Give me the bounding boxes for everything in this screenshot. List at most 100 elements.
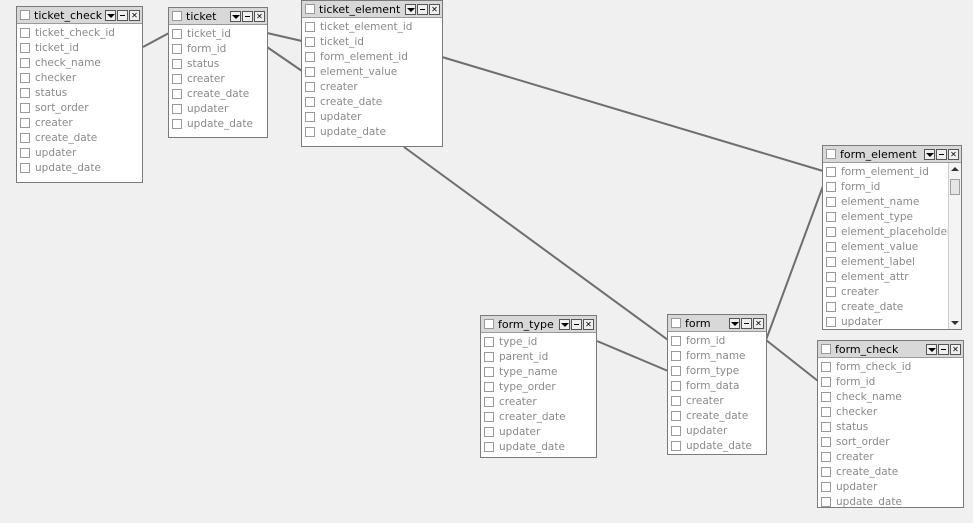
field-checkbox[interactable] [20,72,30,83]
field-checkbox[interactable] [484,381,494,392]
field-row[interactable]: form_name [668,348,766,363]
table-header[interactable]: form_check✕ [818,341,963,358]
dropdown-arrow-icon[interactable] [105,9,116,21]
vertical-scrollbar[interactable] [948,163,961,329]
scroll-thumb[interactable] [950,179,960,195]
field-row[interactable]: sort_order [17,100,142,115]
field-checkbox[interactable] [671,410,681,421]
field-row[interactable]: creater [481,394,596,409]
field-checkbox[interactable] [20,27,30,38]
field-row[interactable]: form_type [668,363,766,378]
field-row[interactable]: element_label [823,254,961,269]
field-checkbox[interactable] [20,147,30,158]
select-all-checkbox[interactable] [305,4,315,14]
field-checkbox[interactable] [172,28,182,39]
field-checkbox[interactable] [20,42,30,53]
field-row[interactable]: update_date [818,494,963,509]
select-all-checkbox[interactable] [826,149,836,159]
field-checkbox[interactable] [671,425,681,436]
field-row[interactable]: ticket_id [169,26,267,41]
field-row[interactable]: checker [818,404,963,419]
scroll-down-icon[interactable] [951,321,959,325]
field-checkbox[interactable] [172,73,182,84]
field-row[interactable]: updater [17,145,142,160]
field-checkbox[interactable] [305,51,315,62]
field-checkbox[interactable] [305,36,315,47]
field-checkbox[interactable] [671,335,681,346]
field-row[interactable]: updater [169,101,267,116]
field-checkbox[interactable] [826,226,836,237]
field-row[interactable]: element_value [302,64,442,79]
field-row[interactable]: checker [17,70,142,85]
field-checkbox[interactable] [826,241,836,252]
field-row[interactable]: creater [668,393,766,408]
field-row[interactable]: type_name [481,364,596,379]
field-checkbox[interactable] [172,118,182,129]
field-row[interactable]: creater_date [481,409,596,424]
field-row[interactable]: parent_id [481,349,596,364]
field-row[interactable]: create_date [668,408,766,423]
field-row[interactable]: create_date [818,464,963,479]
field-row[interactable]: updater [668,423,766,438]
field-checkbox[interactable] [305,96,315,107]
field-row[interactable]: ticket_check_id [17,25,142,40]
field-row[interactable]: status [17,85,142,100]
field-checkbox[interactable] [821,496,831,507]
field-checkbox[interactable] [20,57,30,68]
field-checkbox[interactable] [305,126,315,137]
field-row[interactable]: form_element_id [302,49,442,64]
field-checkbox[interactable] [484,396,494,407]
dropdown-arrow-icon[interactable] [924,148,935,160]
dropdown-arrow-icon[interactable] [559,318,570,330]
field-row[interactable]: creater [818,449,963,464]
field-checkbox[interactable] [826,301,836,312]
select-all-checkbox[interactable] [821,344,831,354]
select-all-checkbox[interactable] [172,11,182,21]
field-row[interactable]: ticket_element_id [302,19,442,34]
minimize-icon[interactable] [741,317,752,329]
close-icon[interactable]: ✕ [583,318,594,330]
field-row[interactable]: element_attr [823,269,961,284]
field-checkbox[interactable] [821,421,831,432]
field-row[interactable]: element_placeholder [823,224,961,239]
field-row[interactable]: type_id [481,334,596,349]
field-checkbox[interactable] [172,103,182,114]
field-checkbox[interactable] [20,87,30,98]
table-header[interactable]: ticket_check✕ [17,7,142,24]
table-header[interactable]: ticket_element✕ [302,1,442,18]
field-row[interactable]: element_type [823,209,961,224]
field-checkbox[interactable] [172,43,182,54]
close-icon[interactable]: ✕ [254,10,265,22]
field-checkbox[interactable] [671,380,681,391]
field-row[interactable]: create_date [169,86,267,101]
field-checkbox[interactable] [484,351,494,362]
select-all-checkbox[interactable] [671,318,681,328]
field-checkbox[interactable] [821,361,831,372]
field-checkbox[interactable] [826,316,836,327]
minimize-icon[interactable] [117,9,128,21]
field-row[interactable]: form_id [169,41,267,56]
field-checkbox[interactable] [484,441,494,452]
field-row[interactable]: update_date [668,438,766,453]
close-icon[interactable]: ✕ [950,343,961,355]
field-checkbox[interactable] [671,395,681,406]
field-checkbox[interactable] [821,376,831,387]
field-row[interactable]: creater [823,284,961,299]
field-row[interactable]: form_element_id [823,164,961,179]
field-row[interactable]: status [169,56,267,71]
field-checkbox[interactable] [821,436,831,447]
field-row[interactable]: updater [818,479,963,494]
field-checkbox[interactable] [484,366,494,377]
field-checkbox[interactable] [821,406,831,417]
field-row[interactable]: updater [823,314,961,329]
field-row[interactable]: check_name [17,55,142,70]
dropdown-arrow-icon[interactable] [926,343,937,355]
table-header[interactable]: ticket✕ [169,8,267,25]
field-checkbox[interactable] [484,411,494,422]
field-row[interactable]: form_check_id [818,359,963,374]
